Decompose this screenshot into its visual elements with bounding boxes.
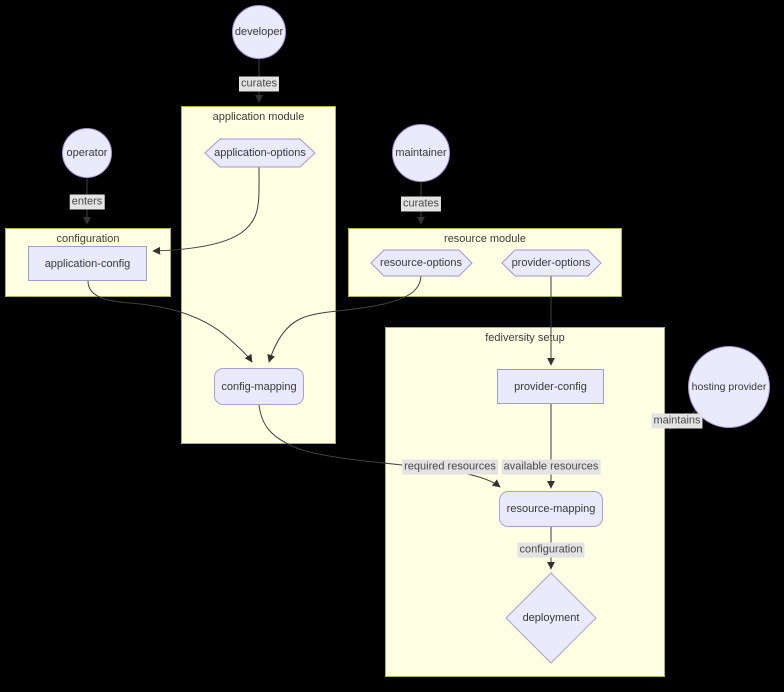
node-application-options-label: application-options: [214, 147, 306, 159]
edge-label-maintainer-curates: curates: [400, 196, 442, 212]
node-maintainer: maintainer: [392, 124, 450, 182]
node-resource-mapping: resource-mapping: [499, 491, 603, 527]
node-hosting-provider-label: hosting provider: [691, 381, 767, 393]
cluster-configuration-title: configuration: [56, 233, 120, 245]
cluster-fediversity-setup-title: fediversity setup: [485, 332, 565, 344]
node-application-config: application-config: [28, 246, 147, 281]
node-deployment-label: deployment: [522, 612, 580, 624]
node-config-mapping-label: config-mapping: [221, 380, 297, 393]
node-config-mapping: config-mapping: [214, 368, 304, 405]
node-resource-mapping-label: resource-mapping: [506, 503, 596, 515]
node-application-config-label: application-config: [44, 257, 131, 270]
edge-label-available-resources: available resources: [501, 459, 601, 475]
node-maintainer-label: maintainer: [395, 147, 447, 159]
node-provider-config-label: provider-config: [514, 380, 587, 393]
node-provider-options-label: provider-options: [511, 257, 591, 269]
cluster-resource-module-title: resource module: [444, 233, 526, 245]
node-operator: operator: [62, 128, 112, 178]
cluster-application-module-title: application module: [212, 111, 305, 123]
node-developer-label: developer: [234, 26, 284, 38]
edge-label-operator-enters: enters: [69, 194, 105, 210]
edge-label-deploy-configuration: configuration: [517, 542, 585, 558]
node-provider-config: provider-config: [497, 369, 604, 404]
edge-label-developer-curates: curates: [238, 76, 280, 92]
edge-label-required-resources: required resources: [402, 459, 498, 475]
node-developer: developer: [232, 5, 286, 59]
node-operator-label: operator: [66, 147, 108, 159]
node-resource-options-label: resource-options: [380, 257, 462, 269]
edge-label-hosting-maintains: maintains: [651, 413, 703, 429]
